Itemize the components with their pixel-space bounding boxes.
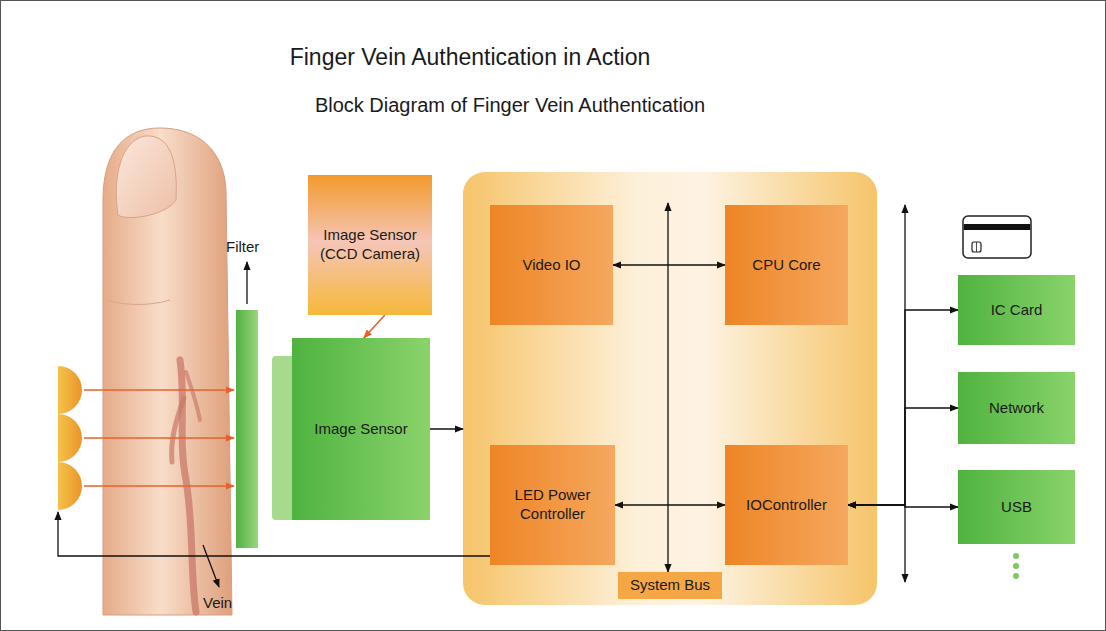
finger-crease	[108, 300, 170, 305]
usb-box: USB	[958, 470, 1075, 544]
led-light	[58, 462, 82, 510]
light-ray	[84, 437, 234, 439]
bus-label: System Bus	[618, 572, 722, 599]
system-bus-line	[667, 203, 668, 572]
connector-arrow	[848, 310, 958, 505]
connector-arrow	[364, 315, 385, 338]
vein-branch	[172, 398, 184, 462]
connector-arrow	[848, 408, 958, 505]
io-controller-box: IOController	[725, 445, 848, 565]
image-sensor-box: Image Sensor	[292, 338, 430, 520]
subtitle: Block Diagram of Finger Vein Authenticat…	[0, 94, 1020, 117]
filter-plate	[236, 310, 258, 548]
connector-arrow	[430, 428, 463, 429]
connector-arrow	[848, 505, 958, 507]
box-label: Image Sensor (CCD Camera)	[316, 226, 424, 264]
box-label: Image Sensor	[314, 420, 407, 439]
box-label: LED Power Controller	[498, 486, 607, 524]
finger-illustration	[103, 128, 232, 615]
light-ray	[84, 389, 234, 391]
connector-arrow	[615, 504, 725, 505]
ic-card-box: IC Card	[958, 275, 1075, 345]
box-label: CPU Core	[752, 256, 820, 275]
network-box: Network	[958, 372, 1075, 444]
fingernail	[116, 136, 176, 218]
box-label: IC Card	[991, 301, 1043, 320]
filter-leader	[246, 262, 247, 304]
vein-leader	[203, 545, 219, 587]
more-dot	[1013, 573, 1019, 579]
diagram-title: Finger Vein Authentication in Action	[0, 44, 940, 71]
part-label: Vein	[203, 594, 232, 611]
card-chip	[972, 242, 981, 252]
vein-branch	[186, 372, 200, 420]
part-label: Filter	[226, 238, 259, 255]
cpu-core-box: CPU Core	[725, 205, 848, 325]
card-stripe	[964, 224, 1030, 230]
system-panel: System Bus Video IO CPU CoreLED Power Cont…	[463, 172, 877, 605]
led-controller-box: LED Power Controller	[490, 445, 615, 565]
card-icon	[963, 216, 1031, 258]
system-panel-shape	[463, 172, 877, 605]
light-ray	[84, 485, 234, 487]
video-io-box: Video IO	[490, 205, 613, 325]
card-chip-line	[976, 242, 977, 252]
more-dot	[1013, 563, 1019, 569]
led-light	[58, 414, 82, 462]
more-dot	[1013, 553, 1019, 559]
led-light	[58, 366, 82, 414]
connector-arrow	[613, 264, 725, 265]
box-label: USB	[1001, 498, 1032, 517]
box-label: Network	[989, 399, 1044, 418]
camera-box: Image Sensor (CCD Camera)	[308, 175, 432, 315]
box-label: IOController	[746, 496, 827, 515]
box-label: Video IO	[522, 256, 580, 275]
